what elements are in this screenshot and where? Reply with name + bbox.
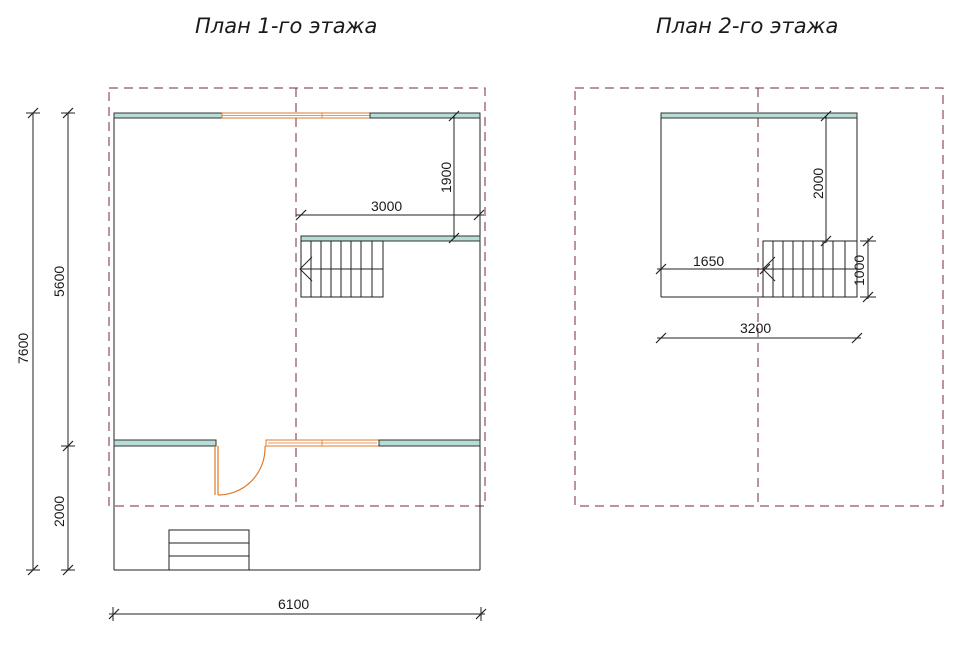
dim-3000: 3000 [371, 198, 402, 214]
dim-7600: 7600 [15, 333, 31, 364]
dim-2000-floor2: 2000 [810, 168, 826, 199]
plan1-dim-total-height: 7600 [15, 107, 40, 576]
plan2-roof-outline [574, 87, 944, 507]
plan1-top-wall-right [369, 112, 481, 119]
dim-6100: 6100 [278, 596, 309, 612]
plan1-stairs [299, 240, 384, 298]
plan2-dim-stair-height: 1000 [851, 235, 876, 303]
plan1-dim-stair-span: 3000 [295, 198, 485, 221]
dim-1900: 1900 [438, 162, 454, 193]
dim-2000: 2000 [51, 496, 67, 527]
plan2-top-wall [660, 112, 858, 119]
plan2-dim-width: 3200 [655, 320, 863, 344]
plan1-dim-width: 6100 [108, 596, 487, 621]
plan1-bottom-wall-left [113, 439, 217, 447]
plan1-dim-main-height: 5600 2000 [51, 107, 75, 576]
plan1-stair-partition [300, 235, 481, 242]
dim-1000: 1000 [851, 255, 867, 286]
plan1-porch-steps [168, 529, 250, 571]
plan1-entrance-door [214, 445, 266, 496]
plan2-title: План 2-го этажа [656, 14, 838, 38]
plan2-stairs [762, 240, 858, 298]
plan1-dim-stair-offset: 1900 [438, 110, 460, 244]
plan2: 2000 1650 1000 3200 [574, 87, 944, 507]
plan1-title: План 1-го этажа [195, 14, 377, 38]
plan1-top-wall-left [113, 112, 223, 119]
dim-5600: 5600 [51, 266, 67, 297]
plan1-roof-outline [108, 87, 486, 507]
plan2-dim-stair-pos: 1650 [655, 253, 771, 275]
plan2-dim-height: 2000 [810, 110, 832, 247]
plan1: 7600 5600 2000 6100 190 [15, 87, 487, 621]
dim-1650: 1650 [693, 253, 724, 269]
plan1-bottom-wall-right [378, 439, 481, 447]
dim-3200: 3200 [740, 320, 771, 336]
